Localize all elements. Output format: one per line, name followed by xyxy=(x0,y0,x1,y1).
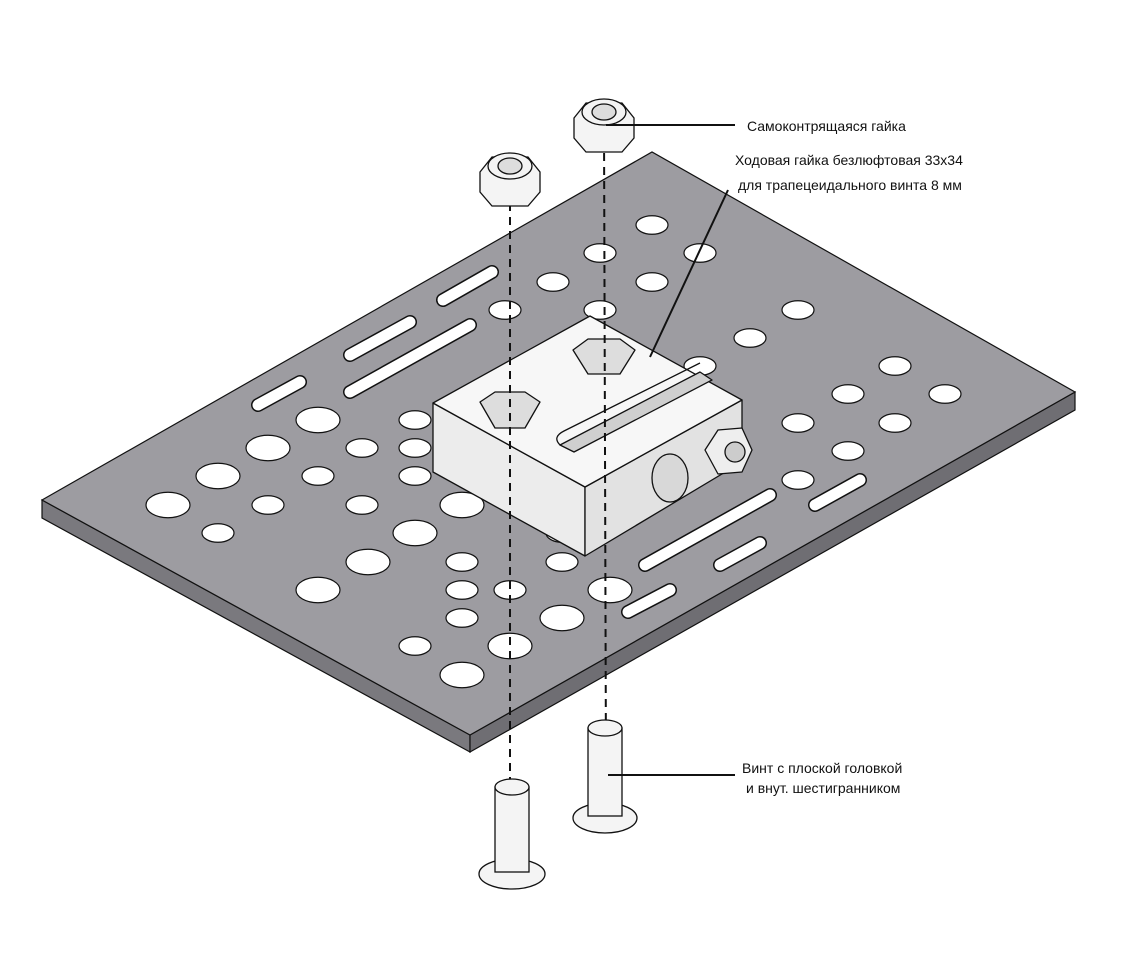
plate-hole xyxy=(245,434,291,462)
plate-hole xyxy=(398,466,432,486)
plate-hole xyxy=(831,384,865,404)
plate-slot xyxy=(639,489,776,571)
plate-hole xyxy=(392,519,438,547)
plate-hole xyxy=(345,495,379,515)
plate-slot xyxy=(437,266,498,306)
plate-hole xyxy=(831,441,865,461)
plate-hole xyxy=(445,608,479,628)
plate-slot xyxy=(344,316,416,361)
plate-slot xyxy=(252,376,306,411)
plate-hole xyxy=(635,272,669,292)
plate-hole xyxy=(295,576,341,604)
leader-lines xyxy=(606,124,735,776)
label-leadnut-line1: Ходовая гайка безлюфтовая 33x34 xyxy=(735,152,963,168)
plate-slot xyxy=(714,537,766,571)
plate-hole xyxy=(587,576,633,604)
plate-holes xyxy=(145,215,962,689)
lock-nut-left xyxy=(479,152,541,207)
plate-hole xyxy=(781,413,815,433)
screw-right xyxy=(572,719,638,834)
plate-hole xyxy=(439,661,485,689)
plate-hole xyxy=(301,466,335,486)
plate-hole xyxy=(635,215,669,235)
plate-hole xyxy=(201,523,235,543)
plate-hole xyxy=(878,413,912,433)
label-locknut: Самоконтрящаяся гайка xyxy=(747,118,906,134)
plate-hole xyxy=(345,438,379,458)
plate-slot xyxy=(344,319,476,398)
plate-hole xyxy=(683,243,717,263)
plate-hole xyxy=(583,243,617,263)
plate-hole xyxy=(536,272,570,292)
plate-hole xyxy=(398,410,432,430)
plate-hole xyxy=(398,636,432,656)
plate-hole xyxy=(583,300,617,320)
label-leadnut-line2: для трапецеидального винта 8 мм xyxy=(738,177,962,193)
label-screw-line1: Винт с плоской головкой xyxy=(742,760,903,776)
plate-slots xyxy=(251,265,867,619)
assembly-axis-lines xyxy=(509,124,607,830)
plate-hole xyxy=(733,328,767,348)
plate-hole xyxy=(345,548,391,576)
plate-hole xyxy=(445,580,479,600)
plate-hole xyxy=(445,552,479,572)
plate-hole xyxy=(878,356,912,376)
lock-nut-right xyxy=(573,98,635,153)
plate-hole xyxy=(928,384,962,404)
label-screw-line2: и внут. шестигранником xyxy=(746,780,901,796)
plate-hole xyxy=(488,300,522,320)
plate-slot xyxy=(622,584,676,618)
plate-hole xyxy=(539,604,585,632)
plate-hole xyxy=(251,495,285,515)
plate-hole xyxy=(781,300,815,320)
screw-left xyxy=(478,778,546,890)
plate-slot xyxy=(809,474,866,511)
plate-hole xyxy=(295,406,341,434)
plate-hole xyxy=(398,438,432,458)
plate-hole xyxy=(545,552,579,572)
plate-hole xyxy=(195,462,241,490)
plate-hole xyxy=(145,491,191,519)
plate-hole xyxy=(439,491,485,519)
plate-hole xyxy=(781,470,815,490)
